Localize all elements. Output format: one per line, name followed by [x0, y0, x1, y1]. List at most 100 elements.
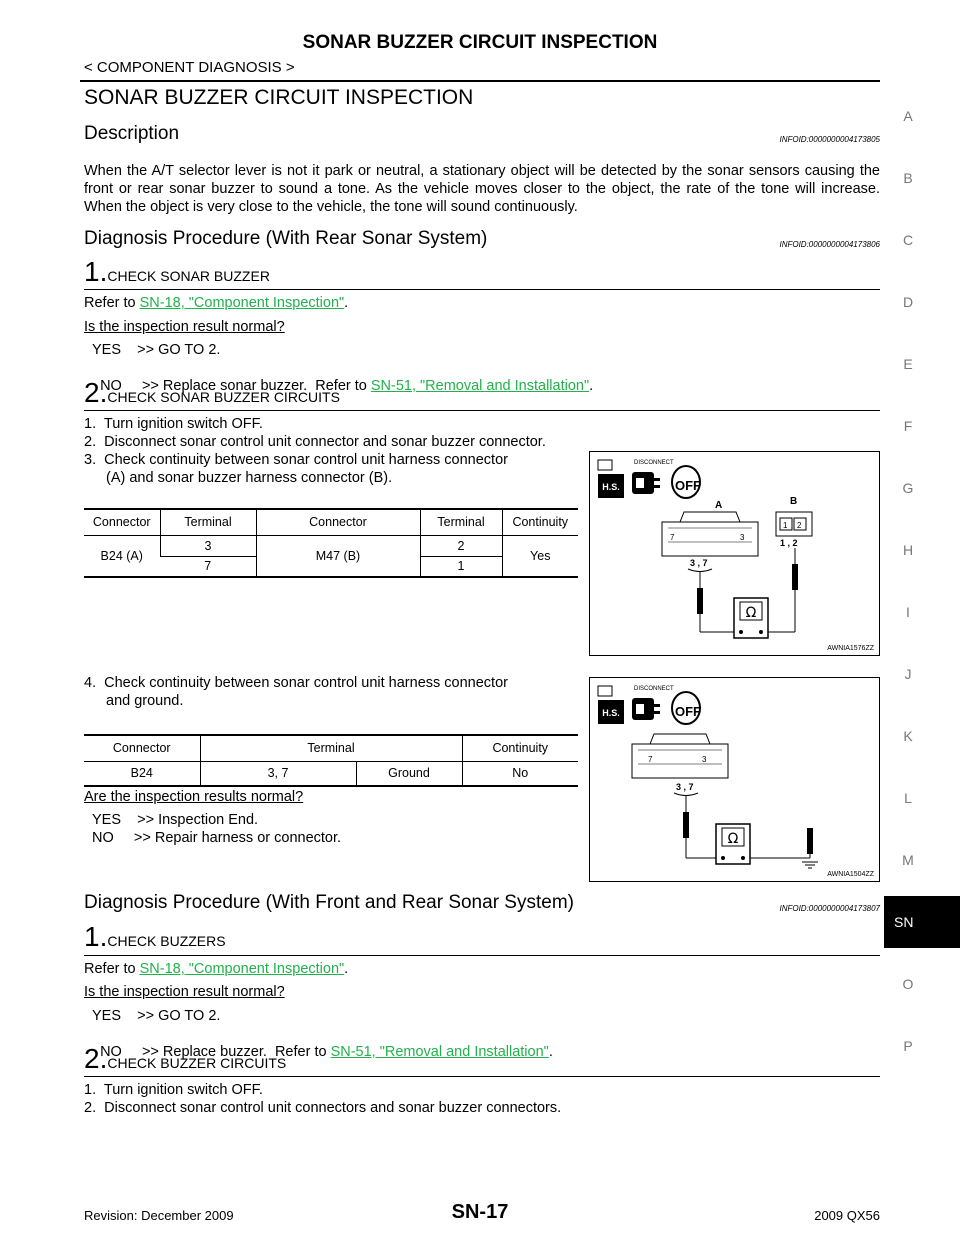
frontrear-step1-number: 1. [84, 921, 108, 952]
rear-step1-no: NO >> Replace sonar buzzer. Refer to SN-… [100, 378, 594, 394]
frontrear-step2-rule [84, 1076, 880, 1077]
rear-step2-title: CHECK SONAR BUZZER CIRCUITS [107, 389, 340, 405]
fig1-pin-3: 3 [740, 533, 745, 542]
table1-continuity: Yes [501, 535, 578, 577]
rear-step2-number: 2. [84, 377, 108, 408]
rear-step2-item4-line2: and ground. [106, 693, 184, 709]
rear-step1-title: CHECK SONAR BUZZER [107, 268, 270, 284]
description-title: Description [84, 123, 180, 144]
figure-connector-a-b: H.S. DISCONNECT OFF A 7 3 B 1 [589, 451, 880, 656]
table1-connector-a: B24 (A) [100, 548, 143, 563]
sidebar-letter-f[interactable]: F [903, 418, 913, 434]
frontrear-step1-title: CHECK BUZZERS [107, 933, 226, 949]
rear-step2-item2: 2. Disconnect sonar control unit connect… [84, 434, 546, 450]
sidebar-letter-m[interactable]: M [902, 852, 914, 868]
frontrear-procedure-infoid: INFOID:0000000004173807 [779, 904, 880, 913]
frontrear-step1-question: Is the inspection result normal? [84, 984, 285, 1000]
fig2-ohm-symbol: Ω [728, 831, 739, 847]
table2-terminal: 3, 7 [199, 761, 356, 786]
frontrear-procedure-title: Diagnosis Procedure (With Front and Rear… [84, 892, 574, 913]
frontrear-step2-heading: 2.CHECK BUZZER CIRCUITS [84, 1043, 286, 1075]
continuity-table-1: Connector Terminal Connector Terminal Co… [84, 508, 578, 578]
component-inspection-link[interactable]: SN-18, "Component Inspection" [139, 295, 345, 311]
removal-installation-link[interactable]: SN-51, "Removal and Installation" [370, 378, 590, 394]
sidebar-letter-j[interactable]: J [904, 666, 912, 682]
sidebar-letter-c[interactable]: C [902, 232, 914, 248]
rear-step1-yes: YES >> GO TO 2. [92, 342, 221, 358]
table1-header-continuity: Continuity [501, 509, 578, 535]
fig1-label-a: A [715, 500, 722, 511]
sidebar-letter-a[interactable]: A [903, 108, 913, 124]
sidebar-letter-o[interactable]: O [902, 976, 914, 992]
fig1-ohm-symbol: Ω [746, 605, 757, 621]
rear-step2-item3-line1: 3. Check continuity between sonar contro… [84, 452, 508, 468]
fig1-hs-label: H.S. [602, 482, 620, 492]
ignition-key-icon: OFF [671, 465, 701, 499]
sidebar-letter-l[interactable]: L [904, 790, 912, 806]
rear-procedure-title: Diagnosis Procedure (With Rear Sonar Sys… [84, 228, 488, 249]
ohmmeter-icon: Ω [733, 597, 769, 639]
description-infoid: INFOID:0000000004173805 [779, 135, 880, 144]
fig2-off-label: OFF [675, 704, 701, 719]
page-heading: SONAR BUZZER CIRCUIT INSPECTION [84, 86, 474, 109]
fig1-code: AWNIA1576ZZ [827, 645, 875, 652]
page-header-title: SONAR BUZZER CIRCUIT INSPECTION [302, 32, 658, 53]
rear-step2-item3-line2: (A) and sonar buzzer harness connector (… [106, 470, 393, 486]
sidebar-letter-g[interactable]: G [902, 480, 914, 496]
sidebar-letter-k[interactable]: K [903, 728, 913, 744]
sidebar-letter-i[interactable]: I [906, 604, 910, 620]
frontrear-step2-number: 2. [84, 1043, 108, 1074]
rear-step1-question: Is the inspection result normal? [84, 319, 285, 335]
footer-page-number: SN-17 [451, 1201, 509, 1223]
sidebar-letter-e[interactable]: E [903, 356, 913, 372]
sidebar-letter-h[interactable]: H [902, 542, 914, 558]
fig2-disconnect-label: DISCONNECT [634, 686, 674, 692]
rear-step2-heading: 2.CHECK SONAR BUZZER CIRCUITS [84, 377, 340, 409]
fig2-pin-7: 7 [648, 755, 653, 764]
frontrear-step2-item2: 2. Disconnect sonar control unit connect… [84, 1100, 562, 1116]
plug-icon [632, 472, 660, 494]
frontrear-step1-no: NO >> Replace buzzer. Refer to SN-51, "R… [100, 1044, 553, 1060]
sidebar-letter-d[interactable]: D [902, 294, 914, 310]
rear-procedure-infoid: INFOID:0000000004173806 [779, 240, 880, 249]
table1-header-terminal-b: Terminal [419, 509, 502, 535]
multimeter-probes-icon [683, 796, 813, 859]
hs-badge-icon: H.S. [597, 459, 624, 498]
figure-connector-ground: H.S. DISCONNECT OFF 7 3 3 , 7 [589, 677, 880, 882]
footer-revision: Revision: December 2009 [84, 1208, 234, 1223]
frontrear-step2-item1: 1. Turn ignition switch OFF. [84, 1082, 263, 1098]
table2-header-continuity: Continuity [461, 735, 578, 761]
fig1-probe-a: 3 , 7 [690, 558, 708, 568]
fig1-probe-b: 1 , 2 [780, 538, 798, 548]
table1-header-connector-b: Connector [255, 509, 420, 535]
connector-a-icon: 7 3 [631, 733, 729, 779]
table2-header-connector: Connector [112, 741, 171, 756]
sidebar-letter-p[interactable]: P [903, 1038, 913, 1054]
section-label: < COMPONENT DIAGNOSIS > [84, 59, 295, 76]
frontrear-step1-heading: 1.CHECK BUZZERS [84, 921, 226, 953]
rear-step1-number: 1. [84, 256, 108, 287]
table1-terminal-b-2: 1 [419, 556, 502, 577]
frontrear-step1-rule [84, 955, 880, 956]
plug-icon [632, 698, 660, 720]
table2-connector: B24 [130, 766, 153, 781]
sidebar-letter-b[interactable]: B [903, 170, 913, 186]
rear-step2-question: Are the inspection results normal? [84, 789, 304, 805]
hs-badge-icon: H.S. [597, 685, 624, 724]
frontrear-step1-refer: Refer to SN-18, "Component Inspection". [84, 961, 349, 977]
rear-step2-yes: YES >> Inspection End. [92, 812, 259, 828]
frontrear-removal-installation-link[interactable]: SN-51, "Removal and Installation" [330, 1044, 549, 1060]
figure1-svg: H.S. DISCONNECT OFF A 7 3 B 1 [597, 459, 875, 652]
fig1-off-label: OFF [675, 478, 701, 493]
frontrear-component-inspection-link[interactable]: SN-18, "Component Inspection" [139, 961, 345, 977]
description-text: When the A/T selector lever is not it pa… [84, 163, 880, 215]
frontrear-step1-yes: YES >> GO TO 2. [92, 1008, 221, 1024]
table2-ground: Ground [355, 761, 462, 786]
table1-terminal-b-1: 2 [419, 535, 502, 557]
fig1-pin-1: 1 [783, 521, 788, 530]
table1-header-connector-a: Connector [92, 515, 151, 530]
fig1-pin-7: 7 [670, 533, 675, 542]
sidebar-tab-sn[interactable]: SN [884, 896, 960, 948]
rear-step2-item4-line1: 4. Check continuity between sonar contro… [84, 675, 508, 691]
figure2-svg: H.S. DISCONNECT OFF 7 3 3 , 7 [597, 685, 875, 878]
